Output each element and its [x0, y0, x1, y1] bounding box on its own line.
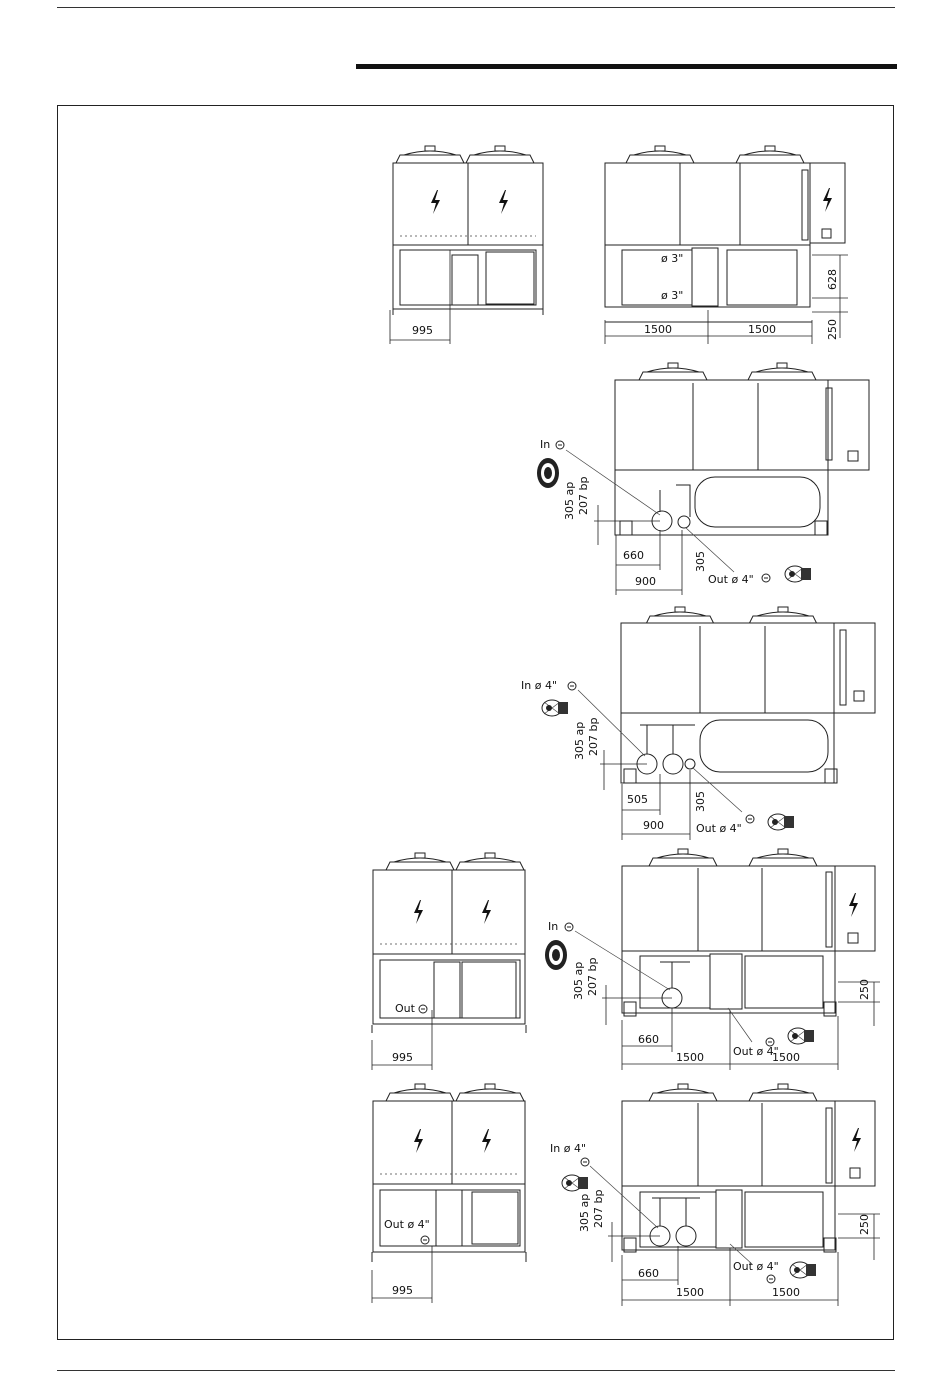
right-unit-2-label-in: In [540, 438, 550, 451]
right-unit-4-dim-ap: 305 ap [572, 962, 585, 1000]
right-unit-1-dim-left: 1500 [644, 323, 672, 336]
left-unit-3-label-out: Out ø 4" [384, 1218, 430, 1231]
right-unit-5-dim-left: 1500 [676, 1286, 704, 1299]
right-unit-5: In ø 4" 305 ap 207 bp 660 1500 1500 Out … [550, 1084, 880, 1306]
right-unit-3-dim-ap: 305 ap [573, 722, 586, 760]
right-unit-5-label-in: In ø 4" [550, 1142, 586, 1155]
right-unit-2: In 305 ap 207 bp 660 900 305 Out ø 4" [537, 363, 869, 595]
right-unit-1-pipe-upper: ø 3" [661, 252, 683, 265]
right-unit-4-label-in: In [548, 920, 558, 933]
right-unit-2-dim-305: 305 [694, 551, 707, 572]
right-unit-2-dim-900: 900 [635, 575, 656, 588]
right-unit-3: In ø 4" 305 ap 207 bp 505 900 305 Out ø … [521, 607, 875, 840]
left-unit-2-dim-width: 995 [392, 1051, 413, 1064]
right-unit-5-dim-660: 660 [638, 1267, 659, 1280]
right-unit-1-pipe-lower: ø 3" [661, 289, 683, 302]
right-unit-3-dim-305: 305 [694, 791, 707, 812]
right-unit-5-dim-v: 250 [858, 1214, 871, 1235]
left-unit-1-dim-width: 995 [412, 324, 433, 337]
right-unit-4-dim-660: 660 [638, 1033, 659, 1046]
right-unit-5-dim-right: 1500 [772, 1286, 800, 1299]
left-unit-3-dim-width: 995 [392, 1284, 413, 1297]
left-unit-2-label-out: Out [395, 1002, 416, 1015]
right-unit-5-dim-ap: 305 ap [578, 1194, 591, 1232]
right-unit-3-dim-bp: 207 bp [587, 718, 600, 756]
right-unit-1-dim-v-upper: 628 [826, 269, 839, 290]
right-unit-1-dim-right: 1500 [748, 323, 776, 336]
right-unit-5-dim-bp: 207 bp [592, 1190, 605, 1228]
left-unit-1: 995 [390, 146, 543, 344]
right-unit-5-label-out: Out ø 4" [733, 1260, 779, 1273]
right-unit-4-dim-bp: 207 bp [586, 958, 599, 996]
right-unit-4-dim-left: 1500 [676, 1051, 704, 1064]
right-unit-2-dim-660: 660 [623, 549, 644, 562]
right-unit-4-label-out: Out ø 4" [733, 1045, 779, 1058]
right-unit-4-dim-v: 250 [858, 979, 871, 1000]
right-unit-3-dim-900: 900 [643, 819, 664, 832]
right-unit-1-dim-v-lower: 250 [826, 319, 839, 340]
right-unit-3-label-in: In ø 4" [521, 679, 557, 692]
right-unit-3-label-out: Out ø 4" [696, 822, 742, 835]
left-unit-3: Out ø 4" 995 [372, 1084, 526, 1303]
right-unit-2-dim-ap: 305 ap [563, 482, 576, 520]
left-unit-2: Out 995 [372, 853, 526, 1070]
right-unit-2-dim-bp: 207 bp [577, 477, 590, 515]
right-unit-1: ø 3" ø 3" 1500 1500 628 250 [605, 146, 848, 344]
right-unit-4: In 305 ap 207 bp 660 1500 1500 Out ø 4" … [545, 849, 880, 1070]
right-unit-2-label-out: Out ø 4" [708, 573, 754, 586]
right-unit-3-dim-505: 505 [627, 793, 648, 806]
